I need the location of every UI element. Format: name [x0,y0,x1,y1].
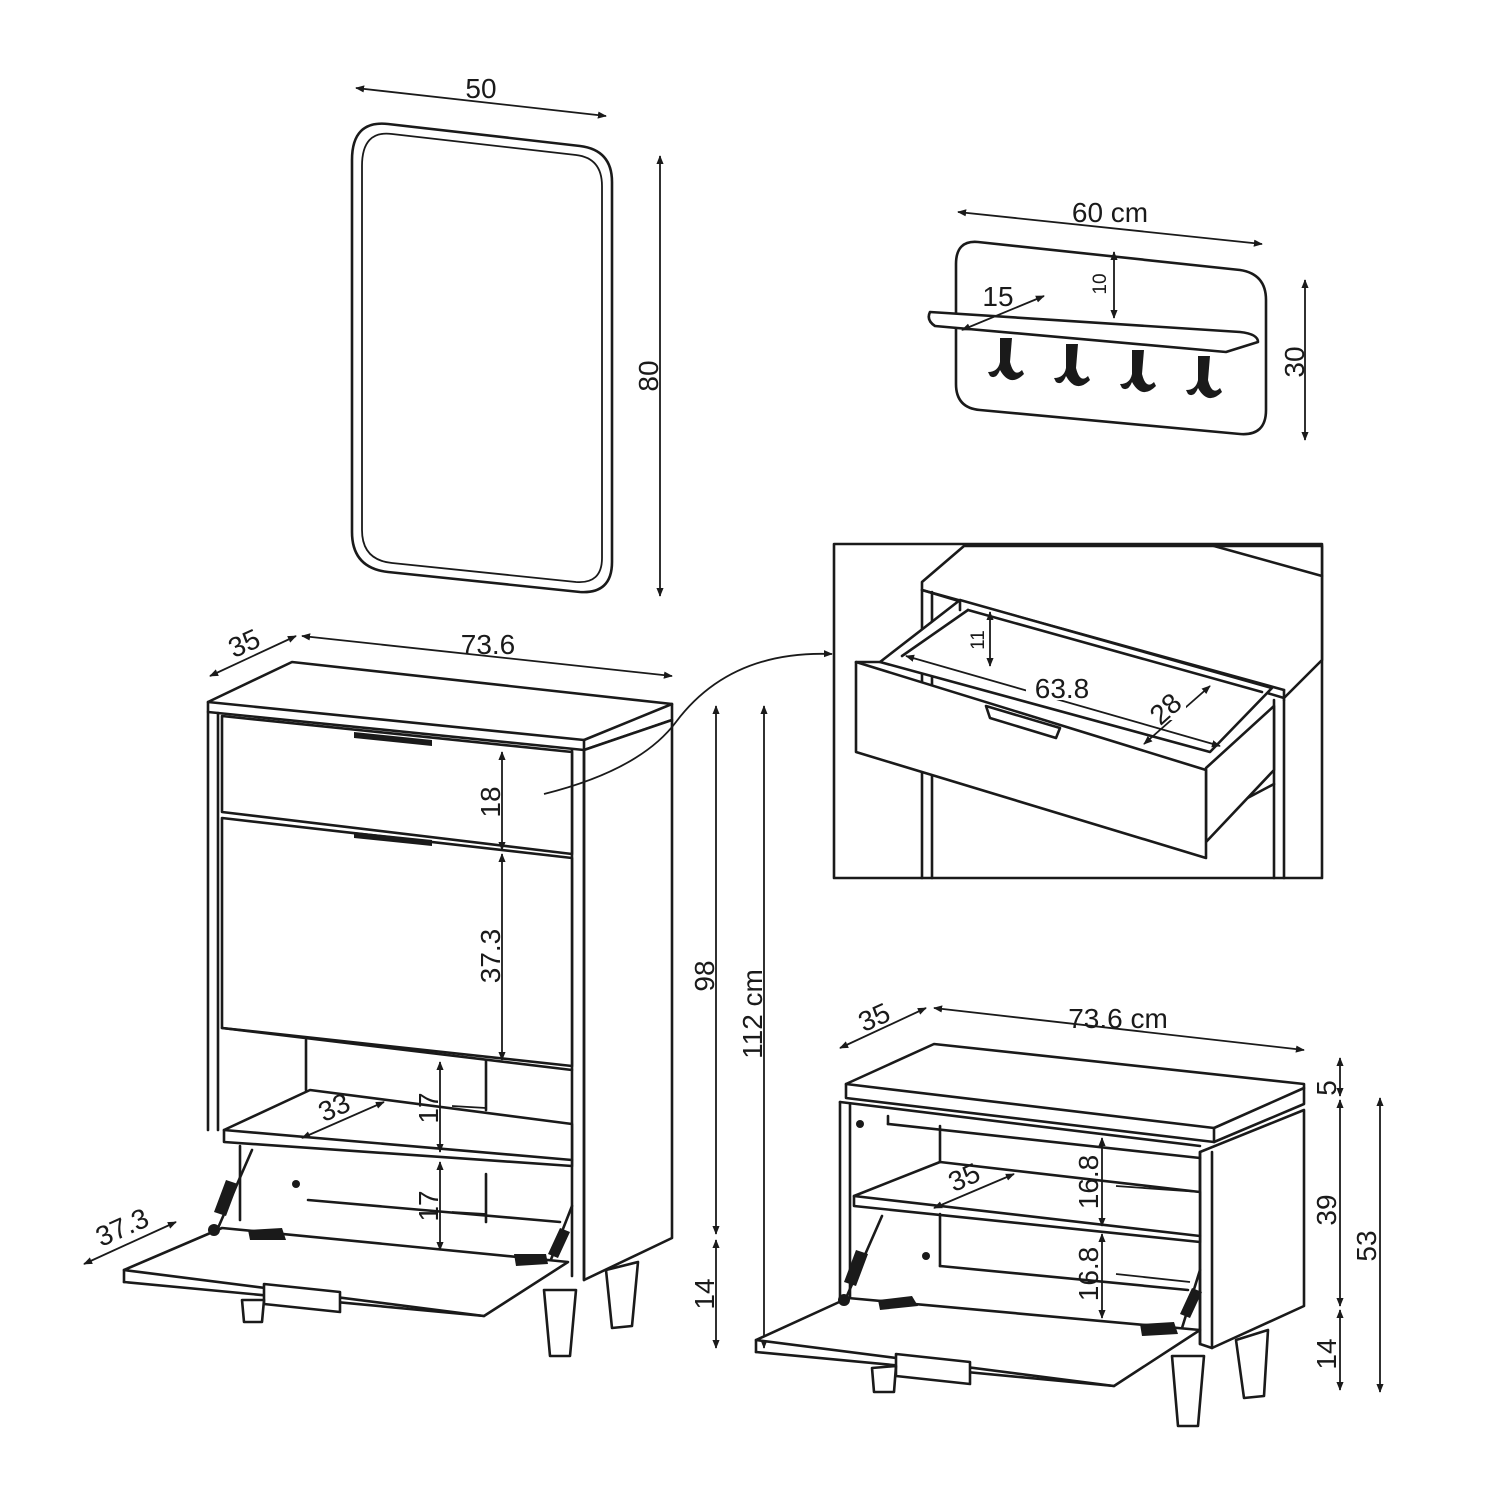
bench-body-height-label: 39 [1311,1194,1342,1225]
bench-depth-arrow [839,1007,927,1049]
bench-total-height-label: 53 [1351,1230,1382,1261]
cabinet-body-height-label: 98 [689,960,720,991]
cabinet-flap-open-label: 37.3 [91,1202,153,1252]
bench-width-arrow [933,1005,1305,1053]
coat-hook [1054,344,1090,387]
coat-hook [1186,356,1222,399]
bench-shelf-depth-arrow [933,1173,1015,1209]
coat-rack-width-arrow [957,209,1263,247]
drawer-inner-width-label: 63.8 [1035,673,1090,704]
shoe-cabinet: 35 73.6 18 37.3 33 17 17 37.3 98 14 112 … [83,623,833,1358]
cabinet-depth-label: 35 [224,623,265,664]
mirror-width-label: 50 [465,73,496,104]
cabinet-lower-compartment-label: 17 [413,1190,444,1221]
bench-width-label: 73.6 cm [1068,1003,1168,1034]
mirror-height-label: 80 [633,360,664,391]
coat-rack-height-label: 30 [1279,346,1310,377]
drawer-detail: 11 63.8 28 [832,542,1324,880]
bench-lower-compartment-label: 16.8 [1073,1247,1104,1302]
bench-depth-label: 35 [854,997,895,1038]
cabinet-total-height-label: 112 cm [737,969,768,1059]
shoe-bench: 35 73.6 cm 35 16.8 16.8 5 39 14 53 [754,997,1384,1428]
cabinet-leg-height-label: 14 [689,1278,720,1309]
cabinet-upper-compartment-label: 17 [413,1092,444,1123]
coat-rack-shelf-depth-arrow [961,295,1045,331]
drawer-height-label: 18 [475,786,506,817]
drawer-detail-leader [543,650,833,795]
drawer-detail-frame [832,542,1324,880]
mirror: 50 80 [350,73,664,597]
cabinet-depth-arrow [209,635,297,677]
bench-cushion-height-label: 5 [1311,1080,1342,1096]
bench-upper-compartment-label: 16.8 [1073,1155,1104,1210]
coat-hook [988,338,1024,381]
mirror-width-arrow [355,85,607,119]
coat-hook [1120,350,1156,393]
cabinet-flap-open-arrow [83,1221,177,1265]
coat-rack-shelf-gap-label: 10 [1090,273,1111,294]
flap-height-label: 37.3 [475,929,506,984]
coat-rack-width-label: 60 cm [1072,197,1148,228]
coat-rack-shelf-depth-label: 15 [982,281,1013,312]
bench-leg-height-label: 14 [1311,1338,1342,1369]
cabinet-width-arrow [301,633,673,679]
drawer-inner-height-label: 11 [968,630,989,650]
cabinet-shelf-depth-arrow [301,1101,385,1139]
cabinet-width-label: 73.6 [461,629,516,660]
coat-rack: 60 cm 30 15 10 [927,197,1310,441]
